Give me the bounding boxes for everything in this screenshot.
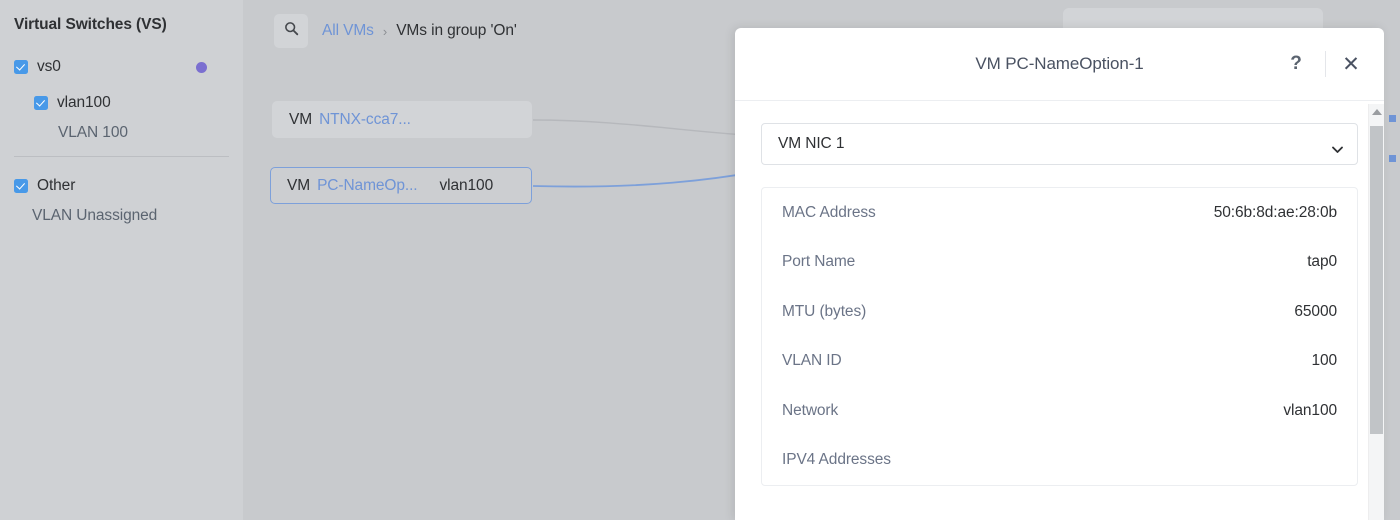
breadcrumb: All VMs › VMs in group 'On' — [274, 14, 517, 48]
nic-selector[interactable]: VM NIC 1 — [761, 123, 1358, 165]
panel-header-actions: ? ✕ — [1279, 28, 1364, 100]
detail-key: MAC Address — [782, 203, 876, 221]
vm-node-prefix: VM — [287, 176, 311, 194]
checkbox-vs0[interactable] — [14, 60, 28, 74]
sidebar-divider — [14, 156, 229, 157]
sidebar-item-other[interactable]: Other — [0, 173, 243, 199]
breadcrumb-separator-icon: › — [382, 23, 388, 39]
help-icon[interactable]: ? — [1290, 52, 1302, 74]
vm-detail-panel: VM PC-NameOption-1 ? ✕ VM NIC 1 MAC Addr… — [735, 28, 1384, 520]
panel-body: VM NIC 1 MAC Address 50:6b:8d:ae:28:0b P… — [735, 101, 1384, 486]
panel-header: VM PC-NameOption-1 ? ✕ — [735, 28, 1384, 101]
detail-value: 100 — [1311, 352, 1337, 370]
vm-node-prefix: VM — [289, 110, 313, 128]
chevron-down-icon — [1332, 141, 1343, 153]
detail-key: Port Name — [782, 253, 856, 271]
vm-node-name[interactable]: NTNX-cca7... — [319, 110, 411, 128]
sidebar-item-vlan100[interactable]: vlan100 — [0, 90, 243, 116]
nic-detail-card: MAC Address 50:6b:8d:ae:28:0b Port Name … — [761, 187, 1358, 486]
sidebar-item-label-other: Other — [37, 177, 76, 194]
checkbox-other[interactable] — [14, 179, 28, 193]
sidebar-sublabel-vlan-unassigned: VLAN Unassigned — [32, 207, 158, 224]
offscreen-marker-icon — [1389, 115, 1396, 122]
vm-node-ntnx[interactable]: VM NTNX-cca7... — [272, 101, 532, 138]
search-button[interactable] — [274, 14, 308, 48]
header-divider — [1325, 51, 1326, 77]
close-icon[interactable]: ✕ — [1342, 52, 1360, 76]
sidebar-item-label-vs0: vs0 — [37, 58, 61, 75]
sidebar-item-label-vlan100: vlan100 — [57, 94, 111, 111]
detail-value: tap0 — [1307, 253, 1337, 271]
detail-value: 50:6b:8d:ae:28:0b — [1213, 203, 1337, 221]
detail-row-mac-address: MAC Address 50:6b:8d:ae:28:0b — [782, 188, 1337, 238]
scrollbar-thumb[interactable] — [1370, 126, 1383, 434]
offscreen-marker-icon — [1389, 155, 1396, 162]
vm-node-vlan: vlan100 — [439, 176, 494, 194]
detail-key: IPV4 Addresses — [782, 451, 891, 469]
detail-key: Network — [782, 401, 839, 419]
detail-row-port-name: Port Name tap0 — [782, 238, 1337, 288]
detail-row-mtu: MTU (bytes) 65000 — [782, 287, 1337, 337]
nic-selector-value: VM NIC 1 — [778, 135, 845, 152]
status-dot-vs0 — [196, 61, 207, 73]
panel-title: VM PC-NameOption-1 — [975, 54, 1144, 73]
sidebar-sublabel-vlan100: VLAN 100 — [58, 124, 128, 141]
detail-row-vlan-id: VLAN ID 100 — [782, 337, 1337, 387]
checkbox-vlan100[interactable] — [34, 96, 48, 110]
virtual-switches-sidebar: Virtual Switches (VS) vs0 vlan100 VLAN 1… — [0, 0, 243, 520]
panel-scrollbar[interactable] — [1368, 104, 1384, 520]
breadcrumb-link-all-vms[interactable]: All VMs — [322, 22, 374, 39]
detail-value: vlan100 — [1283, 401, 1337, 419]
detail-key: VLAN ID — [782, 352, 842, 370]
detail-row-ipv4-addresses: IPV4 Addresses — [782, 436, 1337, 486]
sidebar-item-vs0[interactable]: vs0 — [0, 54, 243, 80]
vm-node-name[interactable]: PC-NameOp... — [317, 176, 418, 194]
detail-value: 65000 — [1294, 302, 1337, 320]
detail-row-network: Network vlan100 — [782, 386, 1337, 436]
detail-key: MTU (bytes) — [782, 302, 867, 320]
vm-node-pc-nameoption-1[interactable]: VM PC-NameOp... vlan100 — [270, 167, 532, 204]
sidebar-title: Virtual Switches (VS) — [14, 16, 167, 33]
search-icon — [284, 21, 299, 41]
breadcrumb-current: VMs in group 'On' — [396, 22, 517, 39]
scroll-up-arrow-icon[interactable] — [1371, 109, 1382, 115]
